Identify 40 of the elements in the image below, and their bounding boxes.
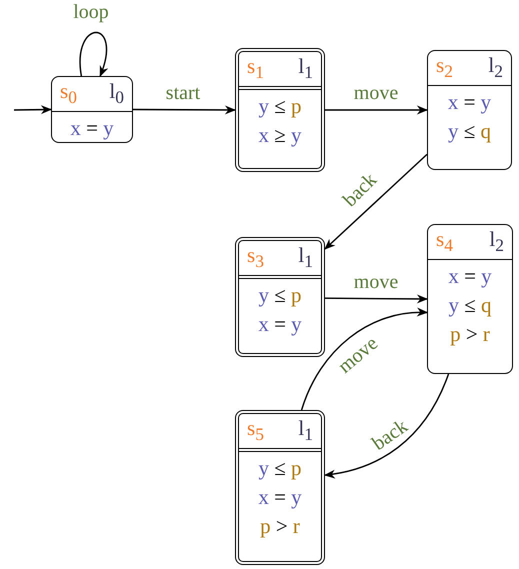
location-label: l$_{1}$ <box>298 243 313 272</box>
location-label: l$_{1}$ <box>298 416 313 446</box>
location-label: l$_{2}$ <box>489 227 504 256</box>
arrow <box>14 105 52 114</box>
arrow <box>325 106 428 114</box>
constraint-text: x ≥ y <box>258 122 302 150</box>
state-name: s$_{5}$ <box>247 416 264 446</box>
constraint-text: y ≤ p <box>258 282 302 310</box>
constraint-text: y ≤ p <box>258 93 302 120</box>
location-label: l$_{0}$ <box>109 79 124 108</box>
constraint-text: p > r <box>450 321 490 348</box>
constraint-text: x = y <box>70 115 114 142</box>
state-box <box>235 410 325 565</box>
arrow <box>325 294 428 304</box>
location-label: l$_{2}$ <box>488 53 503 82</box>
arrow <box>324 154 428 250</box>
constraint-text: x = y <box>448 263 492 290</box>
state-box <box>235 48 325 172</box>
arrow <box>324 374 450 478</box>
state-box <box>427 50 512 170</box>
constraint-text: p > r <box>260 513 300 540</box>
location-label: l$_{1}$ <box>298 54 313 84</box>
edge-label: loop <box>71 1 111 23</box>
constraint-text: x = y <box>448 89 492 116</box>
arrow <box>300 308 428 410</box>
state-box <box>51 76 133 143</box>
constraint-text: y ≤ q <box>448 292 492 320</box>
constraint-text: y ≤ q <box>448 118 492 146</box>
state-name: s$_{0}$ <box>60 79 77 108</box>
state-name: s$_{4}$ <box>436 227 453 256</box>
constraint-text: x = y <box>258 311 302 338</box>
state-box <box>427 224 513 374</box>
constraint-text: x = y <box>258 484 302 512</box>
state-name: s$_{2}$ <box>436 53 453 82</box>
arrow <box>79 32 108 78</box>
state-name: s$_{3}$ <box>247 243 264 272</box>
constraint-text: y ≤ p <box>258 455 302 482</box>
arrow <box>133 105 236 114</box>
state-box <box>235 237 325 357</box>
state-name: s$_{1}$ <box>247 54 264 84</box>
